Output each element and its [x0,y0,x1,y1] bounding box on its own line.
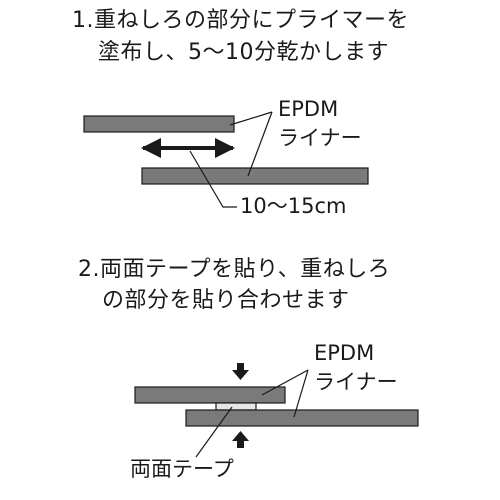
step1-leader-lower [247,111,273,177]
step1-instruction-line1: 1.重ねしろの部分にプライマーを [72,8,409,33]
step1-instruction-line2: 塗布し、5～10分乾かします [98,40,389,65]
step2-leader-upper [261,369,309,396]
step2-label-material: EPDM [314,341,375,365]
step1-label-material: EPDM [278,97,339,121]
press-up-arrow [232,431,249,448]
overlap-label: 10～15cm [240,194,347,218]
step2-instruction-line1: 2.両面テープを貼り、重ねしろ [78,257,391,282]
step2-lower-sheet [185,409,419,427]
step1-upper-sheet [83,115,235,133]
step2-upper-sheet [134,386,286,404]
step1-leader-upper [229,111,273,126]
step1-label-liner: ライナー [278,126,362,150]
press-down-arrow [232,363,249,380]
step2-label-liner: ライナー [314,370,398,394]
step2-leader-lower [293,369,309,418]
step2-tape [215,402,257,411]
step2-instruction-line2: の部分を貼り合わせます [102,288,350,313]
tape-label: 両面テープ [130,457,234,481]
tape-leader [195,406,233,458]
overlap-leader [189,150,237,208]
step1-lower-sheet [141,167,369,185]
